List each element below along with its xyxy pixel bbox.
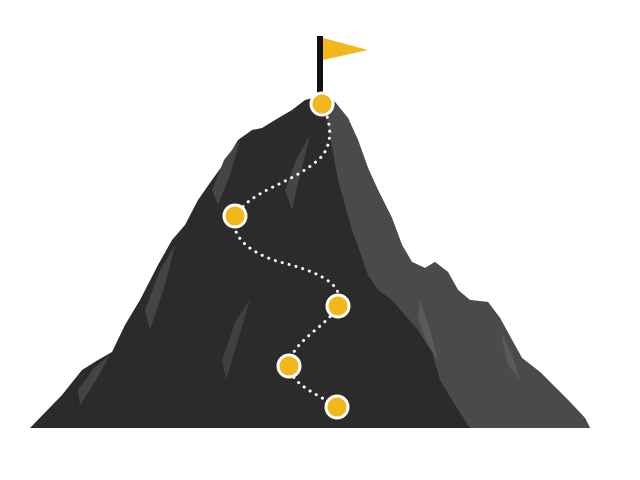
ridge-streak [222, 300, 250, 380]
milestone-icon-step-3 [325, 293, 351, 319]
ridge-streak [78, 355, 110, 405]
flag-banner [323, 38, 368, 60]
ridge-streak [500, 330, 520, 380]
milestone-icon-step-4 [222, 203, 248, 229]
milestone-group [222, 91, 351, 420]
ridge-streak [212, 140, 240, 205]
milestone-icon-summit [309, 91, 335, 117]
ridge-streak [145, 245, 175, 330]
milestone-icon-start [324, 394, 350, 420]
mountain-shade [320, 96, 590, 428]
ridge-streak [285, 135, 310, 210]
ridge-streak [418, 300, 438, 360]
mountain-icon [30, 96, 590, 428]
flag-pole [317, 36, 323, 98]
milestone-icon-step-2 [276, 353, 302, 379]
flag-icon [317, 36, 368, 98]
